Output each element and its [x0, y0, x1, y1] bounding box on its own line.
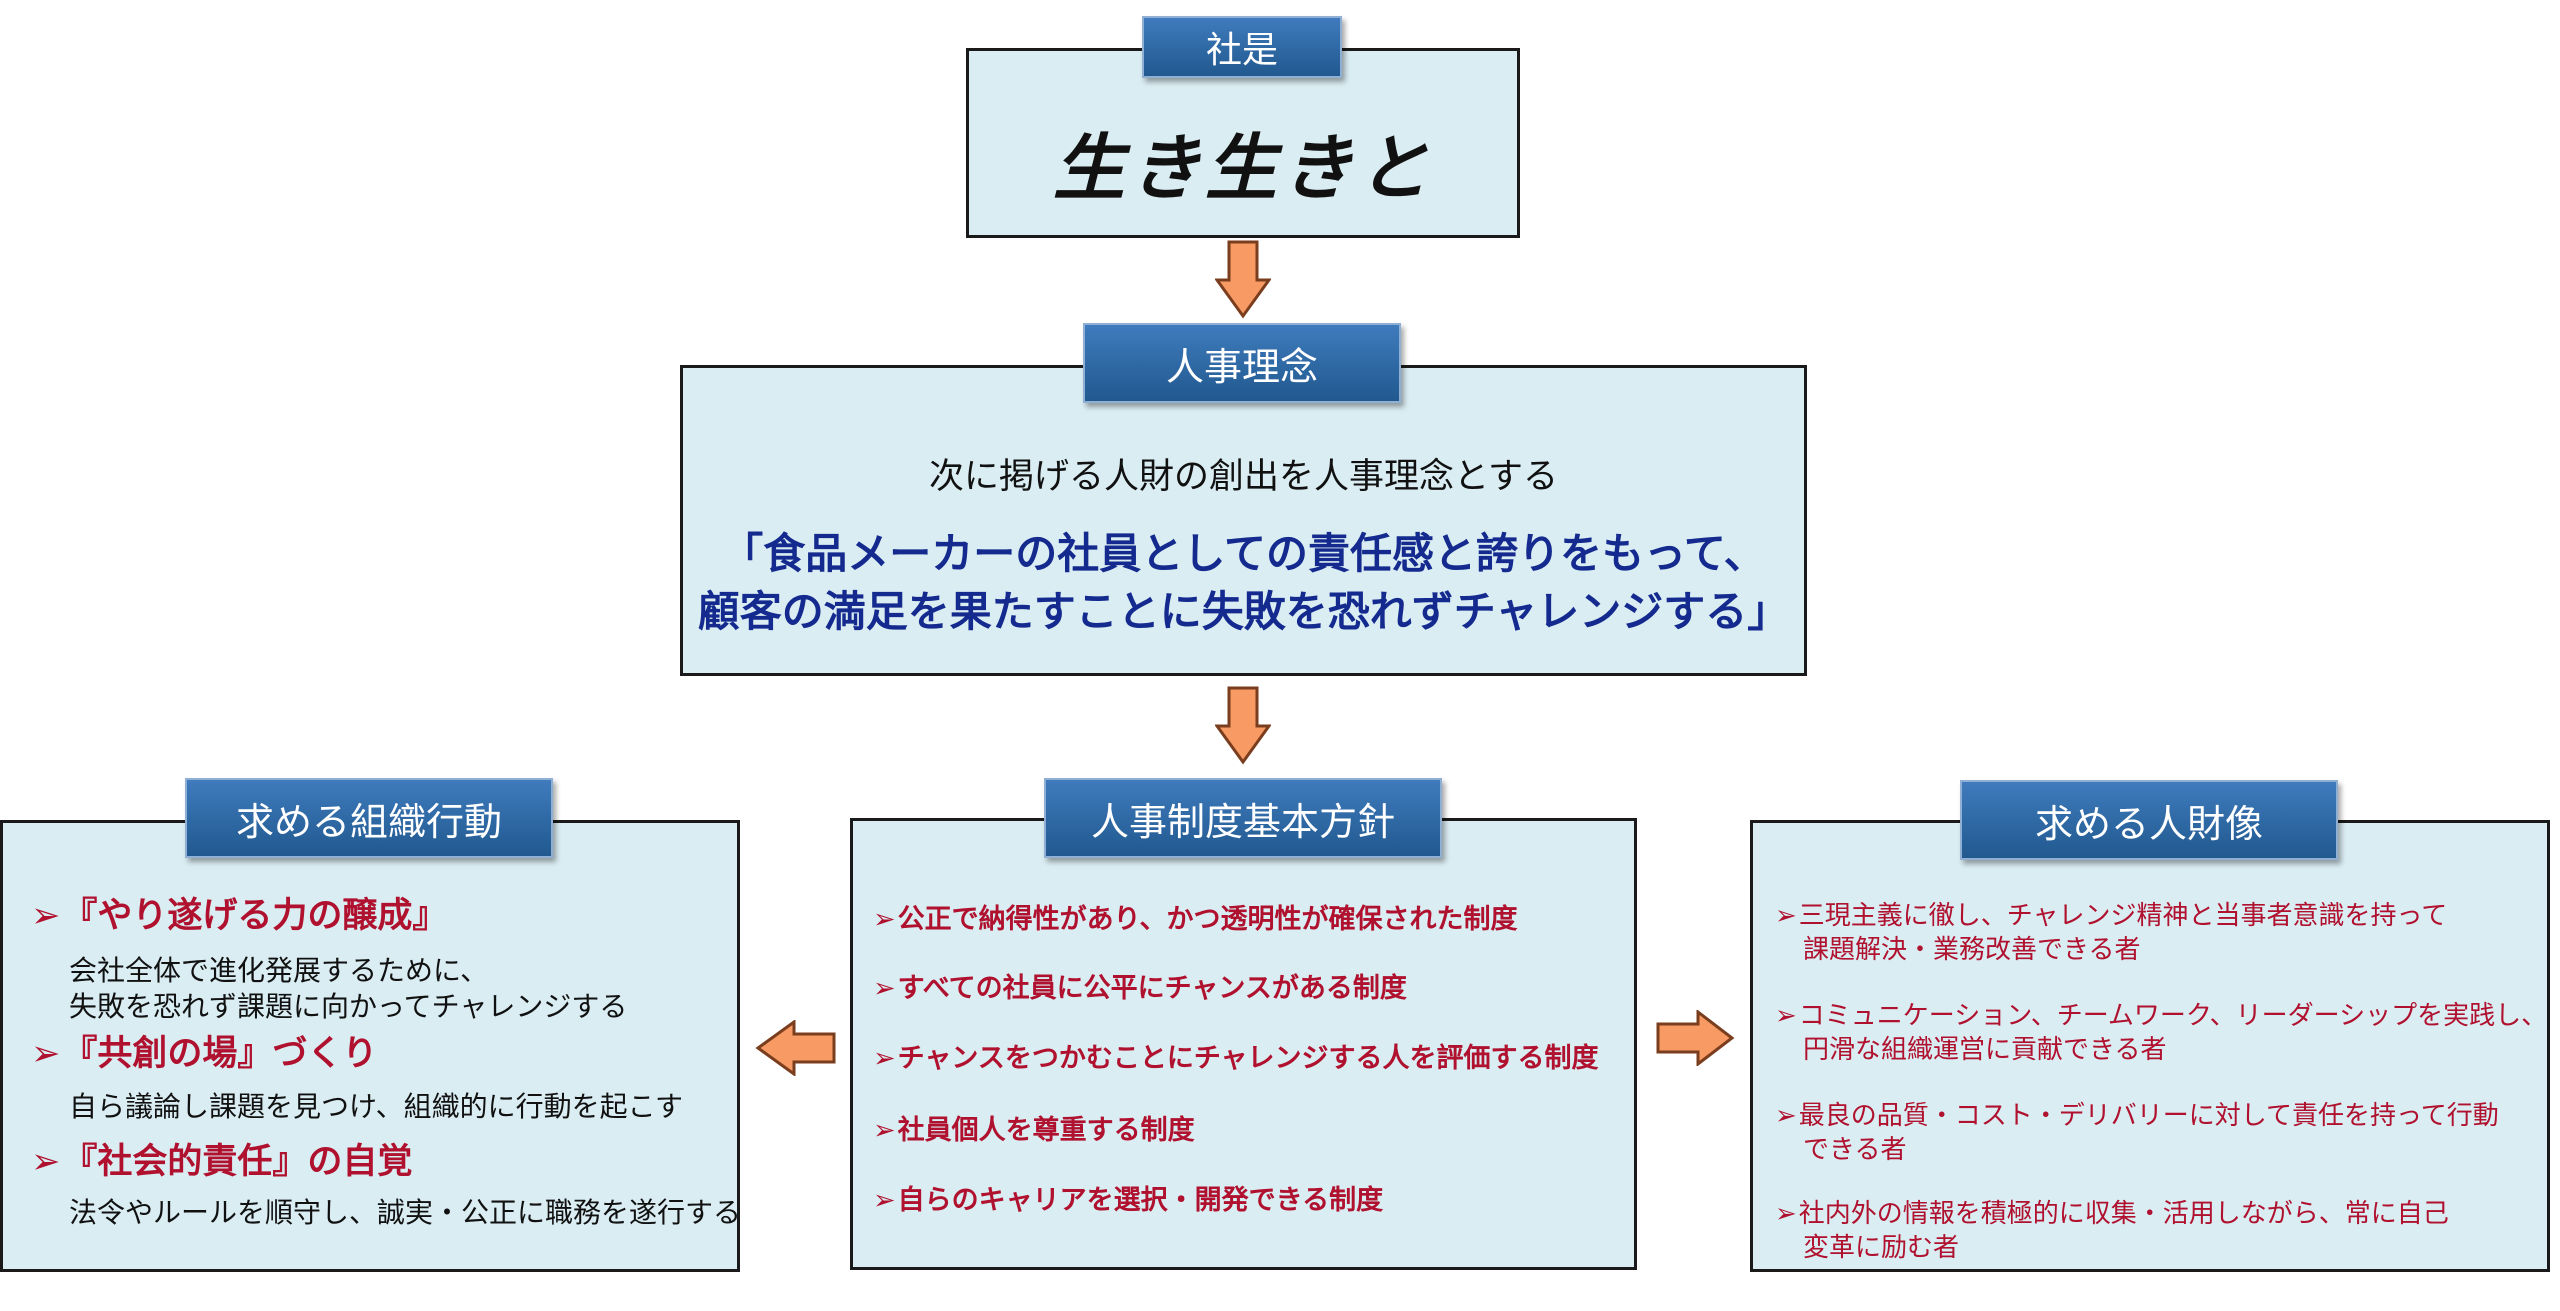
bullet-icon: ➢: [1775, 1001, 1797, 1031]
talent-item-2-line2: 円滑な組織運営に貢献できる者: [1803, 1035, 2167, 1065]
organization-item-1-title: ➢『やり遂げる力の醸成』: [31, 896, 448, 936]
bullet-icon: ➢: [873, 973, 896, 1004]
right-arrow: [1656, 1010, 1735, 1066]
talent-item-3-line2: できる者: [1803, 1135, 1907, 1165]
bullet-icon: ➢: [873, 1185, 896, 1216]
bullet-icon: ➢: [31, 1142, 61, 1182]
talent-item-4-line1: ➢社内外の情報を積極的に収集・活用しながら、常に自己: [1775, 1199, 2449, 1229]
philosophy-box: 次に掲げる人財の創出を人事理念とする 「食品メーカーの社員としての責任感と誇りを…: [680, 365, 1807, 676]
talent-item-2-line1: ➢コミュニケーション、チームワーク、リーダーシップを実践し、: [1775, 1001, 2548, 1031]
philosophy-statement-line2: 顧客の満足を果たすことに失敗を恐れずチャレンジする」: [697, 587, 1790, 636]
motto-label: 社是: [1142, 16, 1342, 78]
bullet-icon: ➢: [1775, 1199, 1797, 1229]
organization-item-2-title: ➢『共創の場』づくり: [31, 1034, 378, 1074]
organization-item-2-desc-1: 自ら議論し課題を見つけ、組織的に行動を起こす: [69, 1090, 684, 1123]
philosophy-statement-line1: 「食品メーカーの社員としての責任感と誇りをもって、: [721, 529, 1766, 578]
bullet-icon: ➢: [31, 896, 61, 936]
bullet-icon: ➢: [31, 1034, 61, 1074]
motto-calligraphy: 生き生きと: [1052, 125, 1433, 210]
left-arrow: [755, 1020, 836, 1076]
talent-label: 求める人財像: [1960, 780, 2338, 860]
organization-item-3-desc-1: 法令やルールを順守し、誠実・公正に職務を遂行する: [69, 1196, 742, 1229]
talent-item-3-line1: ➢最良の品質・コスト・デリバリーに対して責任を持って行動: [1775, 1101, 2499, 1131]
organization-item-3-title: ➢『社会的責任』の自覚: [31, 1142, 413, 1182]
talent-box: ➢三現主義に徹し、チャレンジ精神と当事者意識を持って 課題解決・業務改善できる者…: [1750, 820, 2550, 1272]
policy-item-2: ➢すべての社員に公平にチャンスがある制度: [873, 973, 1407, 1004]
motto-box: 生き生きと: [966, 48, 1520, 238]
organization-item-1-desc-2: 失敗を恐れず課題に向かってチャレンジする: [69, 990, 628, 1023]
policy-item-1: ➢公正で納得性があり、かつ透明性が確保された制度: [873, 904, 1518, 935]
policy-item-5: ➢自らのキャリアを選択・開発できる制度: [873, 1185, 1384, 1216]
down-arrow-2: [1215, 686, 1271, 765]
talent-item-4-line2: 変革に励む者: [1803, 1233, 1960, 1263]
bullet-icon: ➢: [1775, 1101, 1797, 1131]
philosophy-intro: 次に掲げる人財の創出を人事理念とする: [929, 457, 1558, 497]
bullet-icon: ➢: [873, 904, 896, 935]
policy-item-3: ➢チャンスをつかむことにチャレンジする人を評価する制度: [873, 1043, 1599, 1074]
bullet-icon: ➢: [873, 1043, 896, 1074]
organization-label: 求める組織行動: [185, 778, 553, 858]
down-arrow-1: [1215, 240, 1271, 319]
policy-box: ➢公正で納得性があり、かつ透明性が確保された制度 ➢すべての社員に公平にチャンス…: [850, 818, 1637, 1270]
talent-item-1-line2: 課題解決・業務改善できる者: [1803, 935, 2141, 965]
organization-item-1-desc-1: 会社全体で進化発展するために、: [69, 954, 489, 987]
organization-box: ➢『やり遂げる力の醸成』 会社全体で進化発展するために、 失敗を恐れず課題に向か…: [0, 820, 742, 1272]
philosophy-label: 人事理念: [1083, 323, 1401, 403]
policy-item-4: ➢社員個人を尊重する制度: [873, 1115, 1195, 1146]
policy-label: 人事制度基本方針: [1044, 778, 1442, 858]
bullet-icon: ➢: [1775, 901, 1797, 931]
talent-item-1-line1: ➢三現主義に徹し、チャレンジ精神と当事者意識を持って: [1775, 901, 2448, 931]
bullet-icon: ➢: [873, 1115, 896, 1146]
